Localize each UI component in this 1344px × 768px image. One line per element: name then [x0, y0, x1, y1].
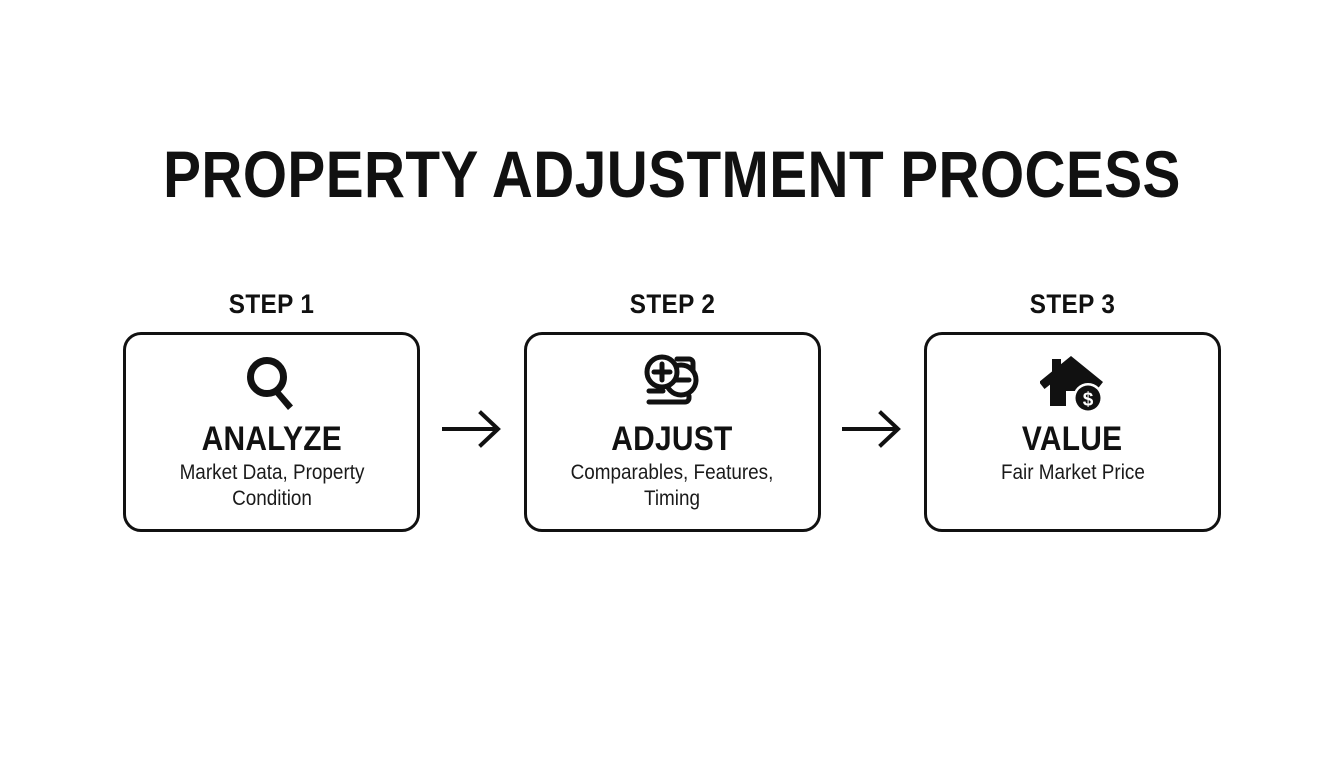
step-title-2: ADJUST [611, 420, 733, 458]
step-block-3: STEP 3 $ [924, 289, 1221, 532]
step-description-3: Fair Market Price [1000, 461, 1145, 484]
svg-text:$: $ [1082, 390, 1093, 411]
step-label-2: STEP 2 [629, 289, 715, 319]
step-label-3: STEP 3 [1029, 289, 1116, 319]
step-description-2: Comparables, Features, Timing [570, 461, 774, 510]
arrow-right-icon-1 [427, 329, 517, 529]
step-title-1: ANALYZE [201, 420, 342, 458]
step-description-1: Market Data, Property Condition [179, 461, 364, 510]
arrow-right-icon-2 [827, 329, 917, 529]
step-card-1[interactable]: ANALYZE Market Data, Property Condition [123, 332, 420, 532]
house-dollar-icon: $ [1039, 350, 1106, 416]
page-title: PROPERTY ADJUSTMENT PROCESS [163, 137, 1181, 211]
step-title-3: VALUE [1022, 420, 1123, 458]
step-card-2[interactable]: ADJUST Comparables, Features, Timing [523, 332, 821, 532]
plus-minus-adjust-icon [641, 350, 703, 416]
step-block-1: STEP 1 ANALYZE Market Data, Property Con… [123, 289, 420, 532]
step-block-2: STEP 2 [523, 289, 821, 532]
magnifying-glass-icon [241, 350, 303, 416]
step-label-1: STEP 1 [228, 289, 315, 319]
process-flow: STEP 1 ANALYZE Market Data, Property Con… [123, 289, 1221, 539]
step-card-3[interactable]: $ VALUE Fair Market Price [924, 332, 1221, 532]
